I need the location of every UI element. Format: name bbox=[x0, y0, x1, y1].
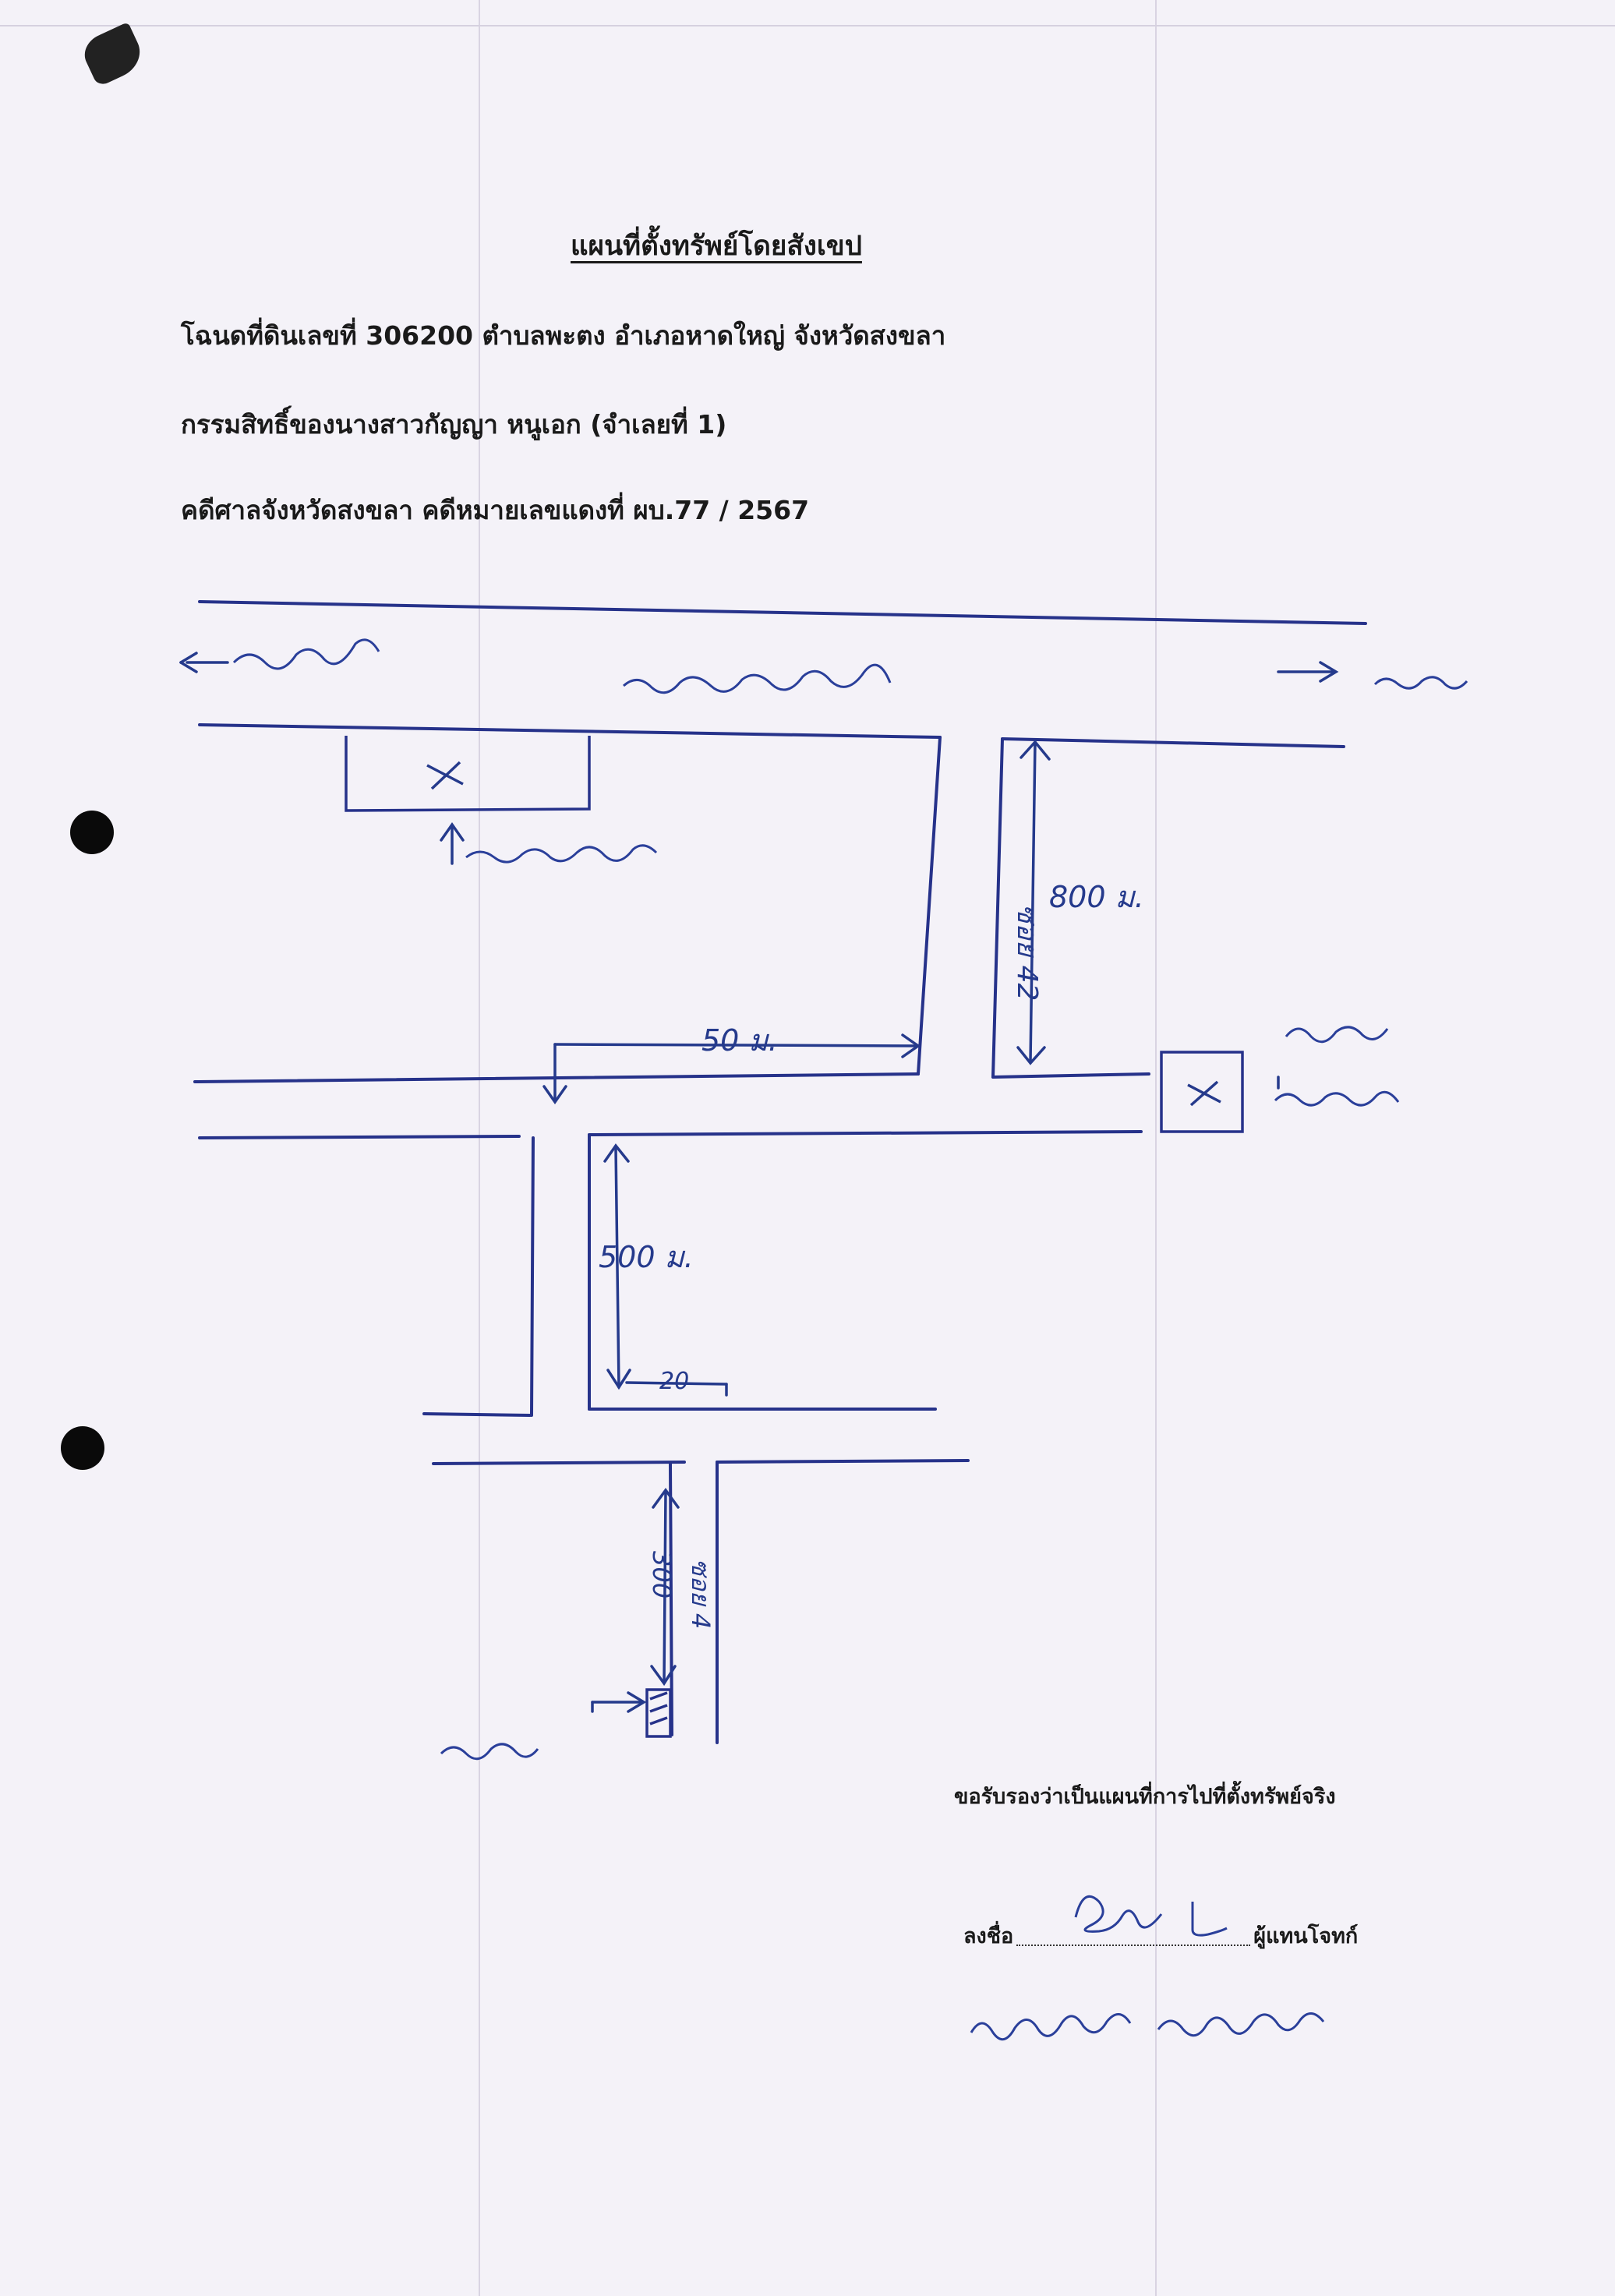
arrow-300-line bbox=[663, 1490, 667, 1683]
handwritten-note-landmark-right bbox=[1274, 1090, 1400, 1107]
x-marks bbox=[426, 761, 1221, 1107]
scan-edge-line bbox=[0, 25, 1615, 26]
signature-prefix: ลงชื่อ bbox=[963, 1924, 1014, 1948]
punch-hole bbox=[61, 1426, 104, 1470]
handwritten-note-property bbox=[440, 1743, 539, 1761]
soi42-right-edge bbox=[991, 737, 1004, 1079]
handwritten-note-right-direction bbox=[1373, 676, 1468, 690]
cross-road-top-left bbox=[193, 1072, 920, 1083]
cross-road-top-right bbox=[991, 1072, 1150, 1079]
certification-text: ขอรับรองว่าเป็นแผนที่การไปที่ตั้งทรัพย์จ… bbox=[954, 1785, 1336, 1809]
lower-road-end-left bbox=[422, 1412, 532, 1417]
punch-hole bbox=[70, 811, 114, 854]
signature-line: ลงชื่อ ผู้แทนโจทก์ bbox=[963, 1919, 1358, 1952]
arrow-50-line bbox=[553, 1043, 920, 1047]
arrow-20-line bbox=[625, 1381, 728, 1386]
owner-info-line: กรรมสิทธิ์ของนางสาวกัญญา หนูเอก (จำเลยที… bbox=[181, 409, 727, 440]
distance-800-label: 800 ม. bbox=[1049, 880, 1144, 914]
arrow-800-line bbox=[1029, 740, 1037, 1063]
landmark-box-left bbox=[345, 736, 591, 812]
distance-50-label: 50 ม. bbox=[701, 1023, 778, 1058]
handwritten-notes bbox=[232, 638, 1468, 1761]
representative-name-handwriting bbox=[970, 2012, 1325, 2041]
soi42-left-edge bbox=[917, 736, 942, 1076]
case-info-line: คดีศาลจังหวัดสงขลา คดีหมายเลขแดงที่ ผบ.7… bbox=[181, 495, 810, 525]
lower-road-left-edge bbox=[530, 1136, 535, 1417]
distance-300-label: 300 bbox=[647, 1551, 677, 1598]
fold-crease bbox=[1155, 0, 1157, 2296]
distance-20-label: 20 bbox=[659, 1368, 689, 1395]
cross-road-bottom-left bbox=[198, 1135, 521, 1139]
page-title: แผนที่ตั้งทรัพย์โดยสังเขป bbox=[571, 231, 862, 262]
soi4-top-left bbox=[432, 1461, 686, 1465]
main-road-bottom-edge bbox=[198, 723, 942, 739]
road-lines bbox=[193, 600, 1367, 1744]
soi4-label: ซอย 4 bbox=[686, 1559, 716, 1629]
cross-road-bottom-right bbox=[588, 1130, 1143, 1136]
handwritten-note-left-direction bbox=[232, 638, 380, 670]
deed-info-line: โฉนดที่ดินเลขที่ 306200 ตำบลพะตง อำเภอหา… bbox=[181, 320, 946, 351]
soi42-label: ซอย 42 bbox=[1011, 904, 1043, 1001]
handwritten-note-road-name bbox=[623, 663, 892, 694]
handwritten-note-landmark-left bbox=[465, 844, 658, 864]
property-marker-box bbox=[645, 1688, 672, 1738]
main-road-bottom-edge-right bbox=[1001, 737, 1345, 748]
handwritten-signature bbox=[1074, 1895, 1228, 1937]
landmark-box-right bbox=[1160, 1051, 1244, 1133]
soi4-top-right bbox=[716, 1459, 970, 1464]
signature-suffix: ผู้แทนโจทก์ bbox=[1253, 1924, 1359, 1948]
handwritten-note-landmark-right-2 bbox=[1285, 1026, 1389, 1044]
fold-crease bbox=[479, 0, 480, 2296]
arrow-500-line bbox=[614, 1146, 620, 1389]
main-road-top-edge bbox=[198, 600, 1367, 625]
signature-dotted-line bbox=[1016, 1945, 1251, 1946]
distance-500-label: 500 ม. bbox=[599, 1240, 694, 1274]
